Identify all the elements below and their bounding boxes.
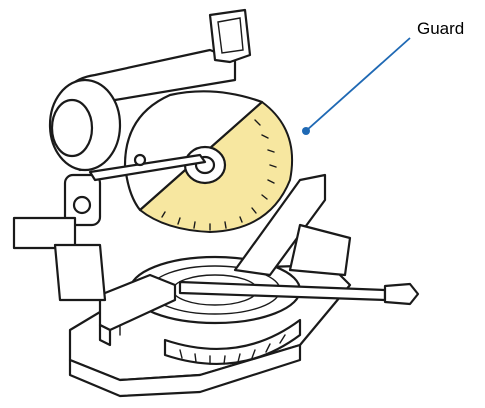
miter-handle-rod [178,280,420,306]
left-fence [98,273,177,347]
blade-guard [88,90,294,233]
bevel-pivot [12,173,107,302]
guard-callout-leader [302,37,411,135]
motor-housing [48,78,122,172]
guard-label: Guard [417,19,465,38]
right-fence [233,173,352,277]
